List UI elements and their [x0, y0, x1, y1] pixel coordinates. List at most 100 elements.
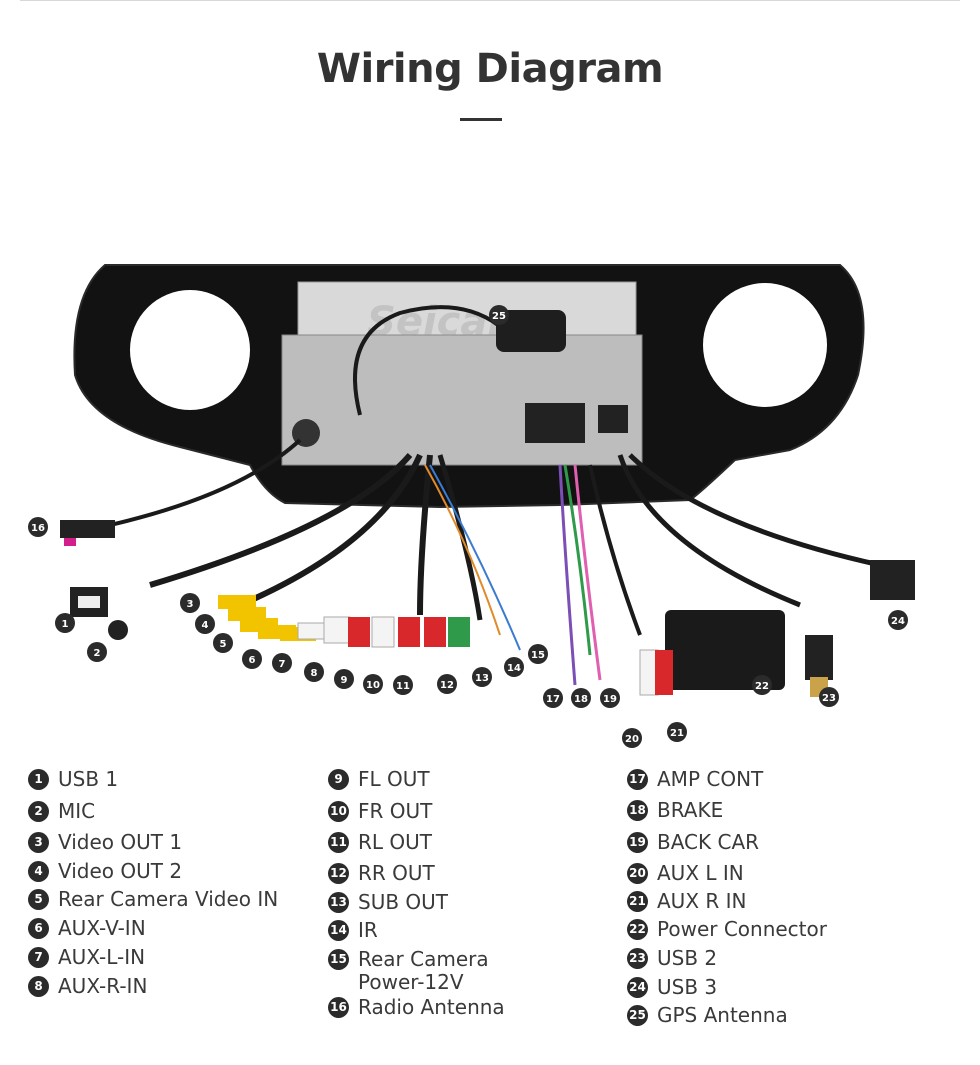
usb-socket	[598, 405, 628, 433]
legend-number-badge: 10	[328, 801, 349, 822]
usb3-plug	[870, 560, 915, 600]
title-underline	[460, 118, 502, 121]
legend-label: AMP CONT	[657, 767, 764, 791]
legend-number-badge: 9	[328, 769, 349, 790]
usb1-port	[78, 596, 100, 608]
legend-label: Radio Antenna	[358, 995, 505, 1019]
legend-label: Rear Camera Video IN	[58, 887, 279, 911]
power-connector-body	[665, 610, 785, 690]
legend-label: USB 1	[58, 767, 119, 791]
blue-wire	[429, 464, 521, 651]
legend-label: SUB OUT	[358, 890, 449, 914]
legend-label: AUX-L-IN	[58, 945, 146, 969]
legend-number-badge: 8	[28, 976, 49, 997]
svg-text:4: 4	[202, 620, 209, 631]
legend-label: MIC	[58, 799, 96, 823]
svg-text:24: 24	[891, 616, 905, 627]
legend-number-badge: 14	[328, 920, 349, 941]
legend-number-badge: 6	[28, 918, 49, 939]
svg-text:15: 15	[531, 650, 545, 661]
legend-number-badge: 15	[328, 949, 349, 970]
legend-label: AUX L IN	[657, 861, 744, 885]
legend-label: Video OUT 2	[58, 859, 183, 883]
legend-label: AUX R IN	[657, 889, 747, 913]
legend-label: FL OUT	[358, 767, 430, 791]
radio-antenna-plug	[60, 520, 115, 538]
bundle-cable-c	[417, 454, 433, 616]
legend-label: Power Connector	[657, 917, 827, 941]
svg-text:10: 10	[366, 680, 380, 691]
legend-number-badge: 12	[328, 863, 349, 884]
legend-number-badge: 17	[627, 769, 648, 790]
legend-number-badge: 16	[328, 997, 349, 1018]
legend-label: BACK CAR	[657, 830, 760, 854]
legend-label: IR	[358, 918, 378, 942]
mic-plug	[108, 620, 128, 640]
page-title: Wiring Diagram	[316, 46, 664, 92]
svg-text:17: 17	[546, 694, 560, 705]
bundle-cable-b	[238, 453, 423, 608]
wiring-illustration-svg: Seicane 16 25 1 2	[28, 264, 915, 748]
legend-label: USB 2	[657, 946, 718, 970]
bundle-cable-a	[149, 453, 413, 588]
legend-label: AUX-R-IN	[58, 974, 148, 998]
svg-text:25: 25	[492, 311, 506, 322]
legend-number-badge: 20	[627, 863, 648, 884]
legend-label: USB 3	[657, 975, 718, 999]
diagram-markers: 16 25 1 2 3 4 5 6 7 8 9 10 11 12 13 14 1…	[28, 305, 908, 748]
svg-text:12: 12	[440, 680, 454, 691]
legend-number-badge: 23	[627, 948, 648, 969]
wiring-diagram-illustration: Seicane 16 25 1 2	[0, 225, 980, 755]
svg-text:3: 3	[187, 599, 194, 610]
svg-text:9: 9	[341, 675, 348, 686]
svg-text:11: 11	[396, 681, 410, 692]
harness-wires	[558, 464, 577, 686]
legend-number-badge: 2	[28, 801, 49, 822]
legend-number-badge: 19	[627, 832, 648, 853]
svg-text:1: 1	[62, 619, 69, 630]
svg-text:6: 6	[249, 655, 256, 666]
legend-number-badge: 24	[627, 977, 648, 998]
legend-number-badge: 5	[28, 889, 49, 910]
legend-label: AUX-V-IN	[58, 916, 146, 940]
legend-number-badge: 1	[28, 769, 49, 790]
svg-text:5: 5	[220, 639, 227, 650]
legend-number-badge: 18	[627, 800, 648, 821]
legend-number-badge: 25	[627, 1005, 648, 1026]
legend-number-badge: 4	[28, 861, 49, 882]
legend-number-badge: 13	[328, 892, 349, 913]
legend-label: Rear Camera Power-12V	[358, 947, 489, 994]
svg-text:22: 22	[755, 681, 769, 692]
svg-text:20: 20	[625, 734, 639, 745]
svg-text:8: 8	[311, 668, 318, 679]
usb2-plug	[805, 635, 833, 680]
legend-number-badge: 11	[328, 832, 349, 853]
svg-text:7: 7	[279, 659, 286, 670]
legend-number-badge: 21	[627, 891, 648, 912]
top-divider	[20, 0, 960, 1]
aux-r-in-plug	[655, 650, 673, 695]
radio-antenna-cable	[109, 438, 302, 527]
radio-antenna-plug-tip	[64, 538, 76, 546]
legend-label: FR OUT	[358, 799, 433, 823]
head-unit-chassis	[281, 334, 643, 466]
svg-text:2: 2	[94, 648, 101, 659]
legend-number-badge: 7	[28, 947, 49, 968]
usb-extension-cables	[617, 454, 801, 608]
legend-label: GPS Antenna	[657, 1003, 788, 1027]
svg-text:14: 14	[507, 663, 521, 674]
rca-connectors	[218, 595, 470, 648]
svg-text:13: 13	[475, 673, 489, 684]
svg-text:16: 16	[31, 523, 45, 534]
gps-antenna-module	[496, 310, 566, 352]
svg-text:23: 23	[822, 693, 836, 704]
legend-label: RR OUT	[358, 861, 435, 885]
legend-label: Video OUT 1	[58, 830, 183, 854]
legend-label: RL OUT	[358, 830, 432, 854]
power-socket	[525, 403, 585, 443]
legend-number-badge: 22	[627, 919, 648, 940]
orange-wire	[424, 464, 501, 636]
legend-number-badge: 3	[28, 832, 49, 853]
left-vent-hole	[130, 290, 250, 410]
svg-text:19: 19	[603, 694, 617, 705]
